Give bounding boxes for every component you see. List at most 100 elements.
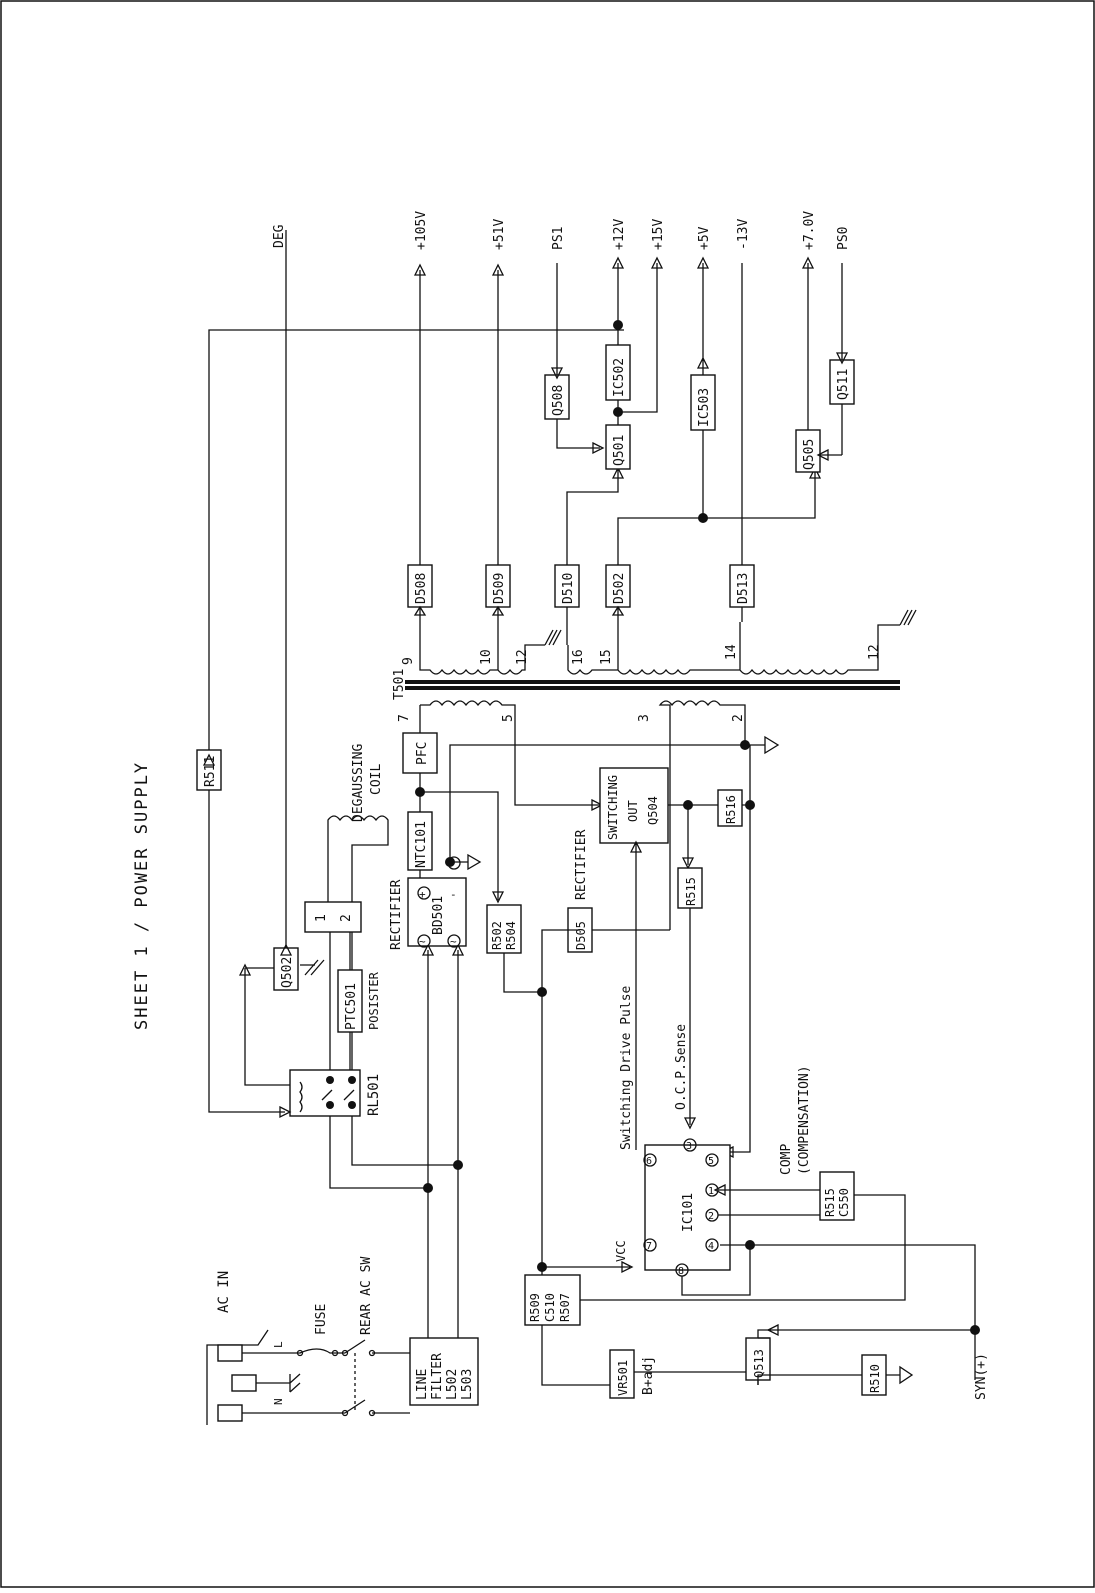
d508-label: D508 <box>414 573 429 604</box>
r516-box <box>717 789 743 827</box>
comp-label: COMP <box>779 1144 794 1175</box>
out-7v: +7.0V <box>802 211 817 250</box>
switching-drive-label: Switching Drive Pulse <box>619 985 634 1150</box>
pfc-box <box>402 732 438 774</box>
r509-c510-r507-box <box>524 1274 581 1326</box>
vr501-label: VR501 <box>616 1360 630 1396</box>
coil-label: COIL <box>369 764 384 795</box>
d513-label: D513 <box>736 573 751 604</box>
posister-2: 2 <box>339 914 354 922</box>
d505-label: D505 <box>574 921 588 950</box>
ic503-label: IC503 <box>697 388 712 427</box>
q502-label: Q502 <box>280 957 295 988</box>
ic-pin-3: 3 <box>686 1141 692 1152</box>
t501-label: T501 <box>392 669 407 700</box>
ptc-body <box>304 901 362 933</box>
ac-l-label: L <box>272 1341 285 1348</box>
d510-label: D510 <box>561 573 576 604</box>
ic-pin-2: 2 <box>708 1211 714 1222</box>
bd501-box <box>407 877 467 947</box>
t-pin-2: 2 <box>731 714 746 722</box>
r509-label: R509 <box>528 1293 542 1322</box>
ptc501-box <box>337 969 363 1033</box>
r502-label: R502 <box>490 921 504 950</box>
out-m13v: -13V <box>736 219 751 250</box>
ic-pin-7: 7 <box>646 1241 652 1252</box>
ic-pin-4: 4 <box>708 1241 714 1252</box>
ic101-label: IC101 <box>681 1193 696 1232</box>
rear-ac-sw-label: REAR AC SW <box>359 1257 374 1335</box>
t-pin-16: 16 <box>571 649 586 665</box>
in-ps1: PS1 <box>551 227 566 250</box>
posister-1: 1 <box>314 914 329 922</box>
line-filter-l3: L502 <box>445 1369 460 1400</box>
line-filter-l4: L503 <box>460 1369 475 1400</box>
bd-ac2: ~ <box>450 935 457 948</box>
ic-pin-6: 6 <box>646 1156 652 1167</box>
r516-label: R516 <box>724 795 738 824</box>
sw-line3: Q504 <box>646 796 660 825</box>
c510-label: C510 <box>543 1293 557 1322</box>
r504-label: R504 <box>504 921 518 950</box>
bd-plus: + <box>419 888 426 901</box>
line-filter-box <box>409 1337 479 1406</box>
line-filter-l1: LINE <box>415 1369 430 1400</box>
c550-label: C550 <box>837 1188 851 1217</box>
q511-label: Q511 <box>836 369 851 400</box>
q505-box <box>795 429 821 473</box>
ic-pin-8: 8 <box>678 1266 684 1277</box>
rl501-label: RL501 <box>366 1074 382 1116</box>
deg-label: DEG <box>272 224 287 248</box>
ptc501-label: PTC501 <box>344 983 359 1030</box>
fuse-symbol <box>242 1348 345 1357</box>
q513-box <box>745 1337 771 1381</box>
ocp-sense-label: O.C.P.Sense <box>674 1024 689 1110</box>
t-pin-7: 7 <box>397 714 412 722</box>
rectifier-main-label: RECTIFIER <box>389 879 404 950</box>
r510-label: R510 <box>868 1364 882 1393</box>
t-pin-10: 10 <box>479 649 494 665</box>
t-pin-14: 14 <box>724 644 739 660</box>
t-pin-12b: 12 <box>867 644 882 660</box>
pfc-label: PFC <box>415 742 430 765</box>
r515-c550-box <box>819 1171 855 1221</box>
d509-box <box>485 564 511 608</box>
q501-box <box>605 424 631 470</box>
fuse-label: FUSE <box>314 1304 329 1335</box>
sheet-title: SHEET 1 / POWER SUPPLY <box>132 761 152 1030</box>
posister-label: POSISTER <box>367 971 381 1030</box>
bd-ac1: ~ <box>419 935 426 948</box>
vr501-box <box>609 1349 635 1399</box>
t-pin-3: 3 <box>637 714 652 722</box>
ic502-label: IC502 <box>612 358 627 397</box>
ic-pin-1: 1 <box>708 1186 714 1197</box>
t-pin-15: 15 <box>599 649 614 665</box>
out-5v: +5V <box>697 226 712 250</box>
out-105v: +105V <box>414 211 429 250</box>
d509-label: D509 <box>492 573 507 604</box>
ic-pin-5: 5 <box>708 1156 714 1167</box>
syn-label: SYN(+) <box>974 1353 989 1400</box>
compensation-label: (COMPENSATION) <box>797 1065 812 1175</box>
rear-ac-switch <box>242 1339 410 1417</box>
out-51v: +51V <box>492 219 507 250</box>
ac-n-label: N <box>272 1398 285 1405</box>
t-pin-12a: 12 <box>515 649 530 665</box>
r511-label: R511 <box>203 756 218 787</box>
r515-bot-label: R515 <box>823 1188 837 1217</box>
t-pin-9: 9 <box>401 657 416 665</box>
r515-top-label: R515 <box>684 877 698 906</box>
switching-out-box <box>599 767 669 844</box>
q505-label: Q505 <box>802 439 817 470</box>
q513-label: Q513 <box>752 1349 766 1378</box>
ac-in-label: AC IN <box>216 1271 232 1313</box>
bd-minus: - <box>450 888 457 901</box>
d502-label: D502 <box>612 573 627 604</box>
q508-label: Q508 <box>551 385 566 416</box>
q501-label: Q501 <box>612 435 627 466</box>
in-ps0: PS0 <box>836 227 851 250</box>
rectifier-aux-label: RECTIFIER <box>574 829 589 900</box>
sw-line1: SWITCHING <box>606 775 620 840</box>
